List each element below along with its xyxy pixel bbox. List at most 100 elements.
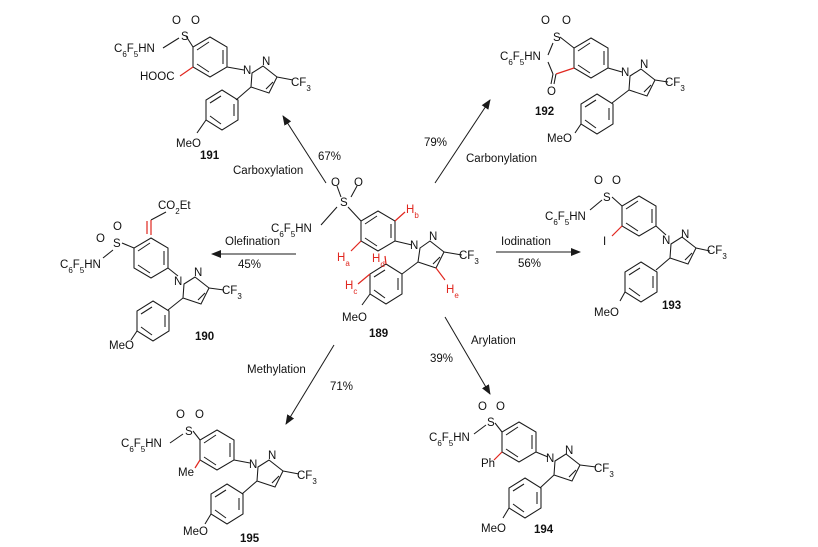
s-atom: S — [340, 197, 348, 209]
compound-194: S O O C6F5HN Ph N N CF3 MeO 194 — [429, 401, 614, 536]
o-atom: O — [612, 175, 621, 187]
h-a: Ha — [337, 252, 350, 268]
o-atom-1: O — [331, 177, 340, 189]
nh-group: C6F5HN — [429, 432, 470, 448]
o-atom: O — [191, 15, 200, 27]
compound-number-192: 192 — [535, 106, 554, 118]
o-atom: O — [594, 175, 603, 187]
o-atom-2: O — [354, 177, 363, 189]
nh-group: C6F5HN — [60, 259, 101, 275]
pyrazole-n1: N — [243, 65, 251, 77]
pyrazole-n2: N — [268, 450, 276, 462]
cf3-group: CF3 — [291, 77, 311, 93]
yield-olefination: 45% — [238, 259, 261, 271]
cf3-group: CF3 — [665, 77, 685, 93]
compound-number-193: 193 — [662, 300, 681, 312]
h-c: Hc — [345, 280, 357, 296]
label-iodination: Iodination — [501, 236, 551, 248]
compound-number-190: 190 — [195, 331, 214, 343]
arrow-arylation — [444, 316, 491, 395]
compound-number-195: 195 — [240, 533, 260, 545]
compound-193: S O O C6F5HN I N N CF3 MeO 193 — [545, 175, 727, 319]
yield-iodination: 56% — [518, 258, 541, 270]
pyrazole-n2: N — [429, 231, 437, 243]
substituent-methyl: Me — [178, 467, 194, 479]
pyrazole-n1: N — [410, 240, 418, 252]
o-atom: O — [496, 401, 505, 413]
yield-methylation: 71% — [330, 381, 353, 393]
carbonyl-o: O — [547, 86, 556, 98]
label-methylation: Methylation — [247, 364, 306, 376]
compound-number-189: 189 — [369, 328, 388, 340]
methoxy-group: MeO — [547, 133, 572, 145]
methoxy-group: MeO — [594, 307, 619, 319]
substituent-co2et: CO2Et — [158, 200, 191, 216]
h-d: Hd — [372, 253, 385, 269]
methoxy-group: MeO — [342, 312, 367, 324]
o-atom: O — [195, 409, 204, 421]
arrow-carboxylation — [282, 115, 327, 184]
arrow-carbonylation — [434, 99, 491, 184]
substituent-iodo: I — [603, 236, 606, 248]
label-carbonylation: Carbonylation — [466, 153, 537, 165]
cf3-group: CF3 — [459, 250, 479, 266]
compound-number-194: 194 — [534, 524, 554, 536]
label-carboxylation: Carboxylation — [233, 165, 303, 177]
nh-group: C6F5HN — [121, 438, 162, 454]
compound-192: S O O C6F5HN O N N CF3 MeO 192 — [500, 15, 685, 145]
pyrazole-n1: N — [249, 459, 257, 471]
s-atom: S — [113, 238, 121, 250]
o-atom: O — [562, 15, 571, 27]
o-atom: O — [478, 401, 487, 413]
o-atom: O — [113, 221, 122, 233]
yield-carbonylation: 79% — [424, 137, 447, 149]
compound-number-191: 191 — [200, 150, 220, 162]
methoxy-group: MeO — [176, 138, 201, 150]
pyrazole-n1: N — [174, 276, 182, 288]
pyrazole-n1: N — [621, 67, 629, 79]
arrow-methylation — [285, 344, 335, 425]
reaction-arrows — [211, 99, 581, 425]
o-atom: O — [96, 233, 105, 245]
cf3-group: CF3 — [594, 463, 614, 479]
label-olefination: Olefination — [225, 236, 280, 248]
pyrazole-n1: N — [662, 235, 670, 247]
substituent-phenyl: Ph — [481, 458, 495, 470]
cf3-group: CF3 — [222, 285, 242, 301]
s-atom: S — [603, 192, 611, 204]
nh-group: C6F5HN — [545, 211, 586, 227]
pyrazole-n2: N — [194, 267, 202, 279]
s-atom: S — [487, 417, 495, 429]
compound-190: CO2Et S O O C6F5HN N N CF3 MeO 190 — [60, 200, 242, 352]
nh-group: C6F5HN — [114, 43, 155, 59]
methoxy-group: MeO — [481, 523, 506, 535]
pyrazole-n2: N — [681, 229, 689, 241]
pyrazole-n2: N — [640, 59, 648, 71]
pyrazole-n2: N — [565, 445, 573, 457]
compound-191: S O O C6F5HN HOOC N N CF3 MeO 191 — [114, 15, 311, 162]
s-atom: S — [181, 31, 189, 43]
s-atom: S — [553, 32, 561, 44]
pyrazole-n2: N — [262, 56, 270, 68]
o-atom: O — [176, 409, 185, 421]
substituent-hooc: HOOC — [140, 71, 175, 83]
cf3-group: CF3 — [707, 245, 727, 261]
compound-189: S O O C6F5HN Ha Hb N N CF3 He Hd Hc MeO … — [271, 177, 479, 340]
reaction-labels: 67% Carboxylation 79% Carbonylation Olef… — [225, 137, 551, 393]
yield-arylation: 39% — [430, 353, 453, 365]
o-atom: O — [541, 15, 550, 27]
pyrazole-n1: N — [546, 453, 554, 465]
nh-group: C6F5HN — [271, 223, 312, 239]
h-e: He — [446, 284, 459, 300]
compound-195: S O O C6F5HN Me N N CF3 MeO 195 — [121, 409, 317, 545]
methoxy-group: MeO — [109, 340, 134, 352]
cf3-group: CF3 — [297, 470, 317, 486]
o-atom: O — [172, 15, 181, 27]
nh-group: C6F5HN — [500, 51, 541, 67]
methoxy-group: MeO — [183, 526, 208, 538]
s-atom: S — [185, 426, 193, 438]
yield-carboxylation: 67% — [318, 151, 341, 163]
h-b: Hb — [406, 204, 419, 220]
label-arylation: Arylation — [471, 335, 516, 347]
